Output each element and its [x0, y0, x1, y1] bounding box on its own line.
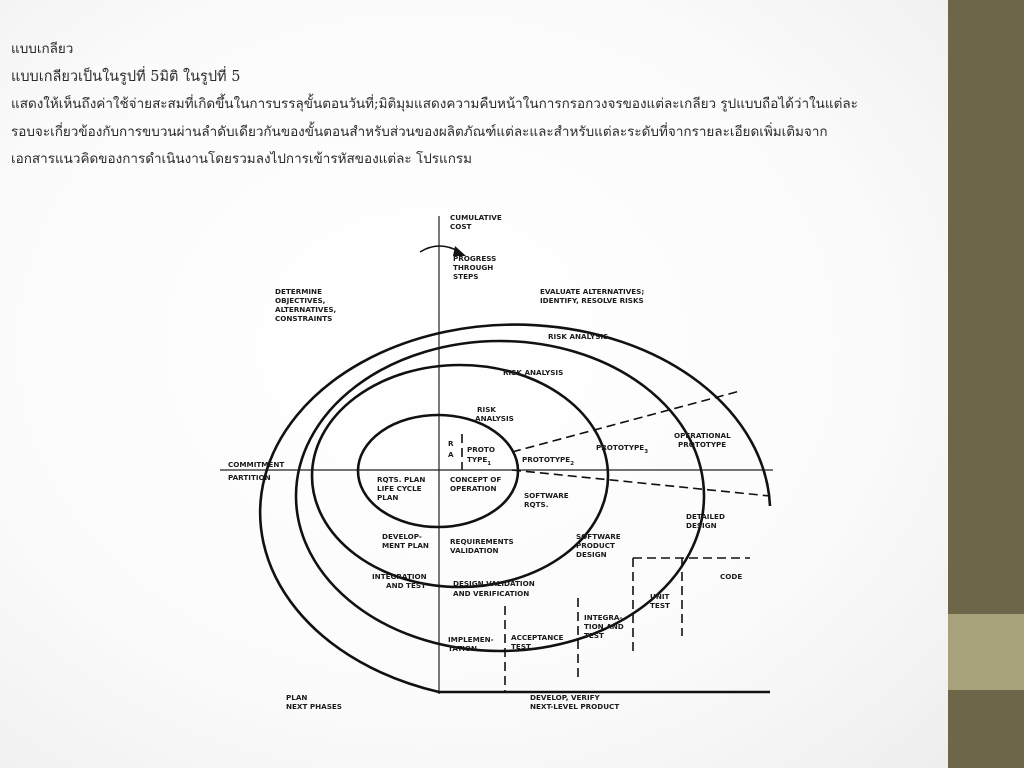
slide-canvas: แบบเกลียว แบบเกลียวเป็นในรูปที่ 5มิติ ใน…	[0, 0, 948, 768]
spiral-loop-4	[258, 323, 772, 694]
label-code: CODE	[720, 572, 742, 581]
label-evaluate: EVALUATE ALTERNATIVES;IDENTIFY, RESOLVE …	[540, 287, 644, 305]
label-develop-plan: DEVELOP-MENT PLAN	[382, 532, 429, 550]
paragraph-line-3: เอกสารแนวคิดของการดำเนินงานโดยรวมลงไปการ…	[11, 151, 473, 167]
paragraph-line-1: แสดงให้เห็นถึงค่าใช้จ่ายสะสมที่เกิดขึ้นใ…	[11, 96, 858, 112]
slide-text: แบบเกลียว แบบเกลียวเป็นในรูปที่ 5มิติ ใน…	[11, 36, 936, 174]
slide-title: แบบเกลียว	[11, 41, 74, 57]
label-prototype-2: PROTOTYPE2	[522, 455, 574, 467]
proto-dash-1	[511, 390, 741, 453]
spiral-loop-3	[294, 339, 706, 653]
label-risk-analysis-outer: RISK ANALYSIS	[548, 332, 608, 341]
spiral-loop-1	[356, 413, 520, 529]
label-implementation: IMPLEMEN-TATION	[448, 635, 494, 653]
paragraph-line-2: รอบจะเกี่ยวข้องกับการขบวนผ่านลำดับเดียวก…	[11, 123, 828, 140]
label-partition: PARTITION	[228, 473, 271, 482]
slide-subtitle: แบบเกลียวเป็นในรูปที่ 5มิติ ในรูปที่ 5	[11, 68, 241, 85]
spiral-loop-2	[310, 363, 610, 589]
arrowhead-icon	[453, 246, 466, 256]
proto-dash-2	[511, 469, 771, 497]
side-accent-decoration	[948, 614, 1024, 690]
label-prototype-3: PROTOTYPE3	[596, 443, 648, 455]
label-commitment: COMMITMENT	[228, 460, 284, 469]
label-risk-analysis-mid: RISK ANALYSIS	[503, 368, 563, 377]
